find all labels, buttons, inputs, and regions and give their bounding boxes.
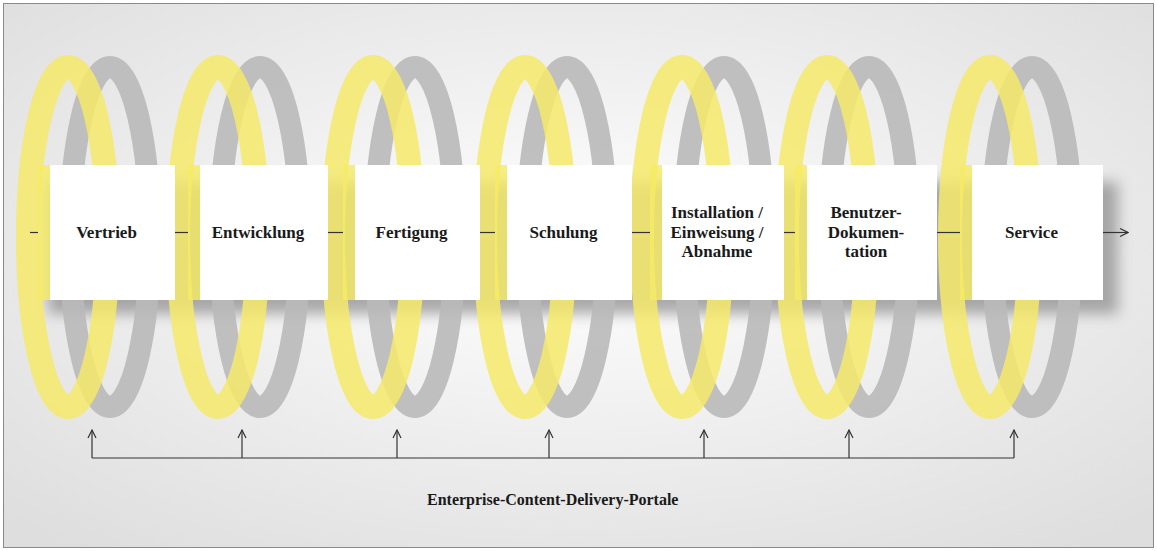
portal-label: Enterprise-Content-Delivery-Portale [427, 491, 678, 509]
flow-connector [175, 232, 188, 233]
box-label: Service [1005, 223, 1058, 243]
process-box: Service [960, 165, 1103, 300]
flow-connector [784, 232, 795, 233]
flow-connector [937, 232, 960, 233]
exit-arrow [1103, 232, 1128, 233]
box-label: Fertigung [376, 223, 448, 243]
portal-bus [92, 457, 1014, 458]
portal-arrow [548, 430, 549, 458]
portal-arrow [91, 430, 92, 458]
process-box: Fertigung [343, 165, 480, 300]
grey-ring [527, 67, 607, 407]
portal-arrow [396, 430, 397, 458]
process-box: Entwicklung [188, 165, 328, 300]
flow-connector [480, 232, 495, 233]
portal-arrow [848, 430, 849, 458]
flow-connector [328, 232, 343, 233]
grey-ring [375, 67, 455, 407]
flow-connector [632, 232, 650, 233]
box-label: Vertrieb [76, 223, 137, 243]
box-label: Installation / Einweisung / Abnahme [660, 203, 774, 262]
process-box: Schulung [495, 165, 632, 300]
frame [4, 4, 1154, 548]
box-label: Benutzer- Dokumen- tation [805, 203, 927, 262]
portal-arrow [703, 430, 704, 458]
portal-arrow [1013, 430, 1014, 458]
portal-arrow [241, 430, 242, 458]
process-box: Benutzer- Dokumen- tation [795, 165, 937, 300]
box-label: Schulung [529, 223, 597, 243]
process-box: Installation / Einweisung / Abnahme [650, 165, 784, 300]
entry-line [30, 232, 38, 233]
process-box: Vertrieb [38, 165, 175, 300]
box-label: Entwicklung [212, 223, 305, 243]
